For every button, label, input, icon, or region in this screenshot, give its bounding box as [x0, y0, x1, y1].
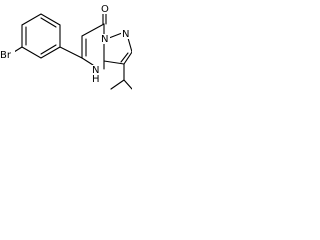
bond-n-n: [108, 32, 123, 39]
oxygen-label-bg: [100, 4, 110, 14]
bromine-label: Br: [0, 50, 12, 61]
pyrazole-nitrogen-label-bg: [121, 29, 131, 39]
bond-phenyl-double-3: [40, 44, 57, 55]
bromine-label-bg: [0, 50, 15, 61]
pyrazole-nitrogen-label: N: [122, 29, 129, 40]
atom-label-layer: O N N N H Br: [0, 4, 131, 85]
bond-phenyl-double-1: [40, 17, 57, 28]
bond-c5-n4: [81, 57, 94, 66]
bond-c7-c6: [81, 23, 105, 37]
nh-nitrogen-label: N: [92, 65, 99, 76]
bond-c2-c3: [123, 51, 133, 65]
nh-hydrogen-label: H: [92, 74, 100, 85]
oxygen-label: O: [101, 4, 109, 15]
bond-c3-c3a: [103, 60, 125, 65]
bond-phenyl-ring: [21, 13, 61, 59]
bond-c5-aryl: [59, 46, 83, 59]
bond-isopropyl-me2: [123, 79, 133, 90]
ring-nitrogen-label-bg: [100, 34, 110, 44]
bond-c-br: [13, 46, 23, 53]
nh-label-bg: [91, 65, 101, 83]
structure-canvas: O N N N H Br: [0, 0, 133, 121]
bond-c2-c3-double: [120, 52, 129, 63]
bond-n2-c2: [127, 37, 133, 53]
chemical-structure-diagram: O N N N H Br: [0, 4, 133, 90]
bond-isopropyl-me1: [110, 79, 125, 90]
bond-layer: [13, 11, 133, 90]
ring-nitrogen-label: N: [101, 34, 108, 45]
